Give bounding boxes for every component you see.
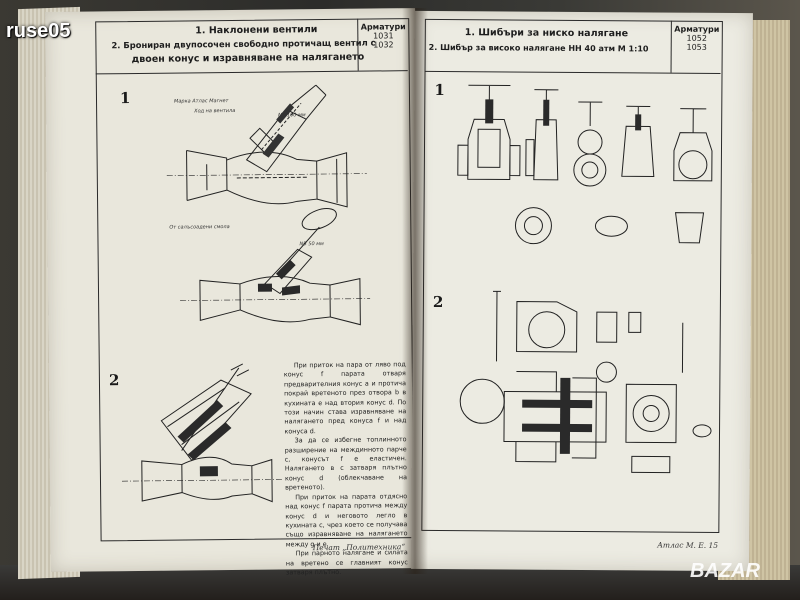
right-page-footer: Атлас М. Е. 15 <box>657 540 719 550</box>
left-page-header: 1. Наклонени вентили 2. Брониран двупосо… <box>95 18 409 75</box>
left-code-box: Арматури 1031 1032 <box>357 18 409 71</box>
description-paragraph-4: При парното налягане и силата на вретено… <box>285 548 408 577</box>
right-code-num1: 1052 <box>686 33 707 43</box>
right-figure-number-2: 2 <box>432 292 444 312</box>
valve-drawing-2 <box>121 363 282 503</box>
right-code-box: Арматури 1052 1053 <box>670 20 722 73</box>
right-figure-number-1: 1 <box>434 80 445 100</box>
right-code-num2: 1053 <box>686 42 707 52</box>
left-page: 1. Наклонени вентили 2. Брониран двупосо… <box>45 8 421 576</box>
description-paragraph-3: При приток на парата отдясно над конус f… <box>285 491 408 549</box>
left-page-footer: Печат „Политехника“ <box>312 542 406 553</box>
left-code-num2: 1032 <box>373 40 394 50</box>
right-page: 1. Шибъри за ниско налягане 2. Шибър за … <box>411 10 753 572</box>
gate-valve-parts-drawing <box>514 207 705 245</box>
valve-drawing-1a <box>166 84 367 208</box>
left-header-line2: 2. Брониран двупосочен свободно протичащ… <box>111 37 376 51</box>
watermark-brand: BAZAR <box>690 560 760 582</box>
gate-valves-drawing <box>457 84 713 187</box>
description-paragraph-2: За да се избегне топлинното разширение н… <box>284 435 408 492</box>
description-paragraph-1: При приток на пара от ляво под конус f п… <box>283 360 407 436</box>
left-figure-number-2: 2 <box>108 371 120 390</box>
right-header-line2: 2. Шибър за високо налягане НН 40 атм М … <box>428 42 649 54</box>
high-pressure-gate-valve-drawing <box>459 290 712 474</box>
valve-drawing-1b <box>180 208 371 326</box>
right-code-label: Арматури <box>674 24 720 34</box>
left-header-line1: 1. Наклонени вентили <box>195 24 318 37</box>
watermark-site: ruse05 <box>6 20 71 42</box>
left-header-line3: двоен конус и изравняване на налягането <box>131 51 365 66</box>
right-page-header: 1. Шибъри за ниско налягане 2. Шибър за … <box>424 18 722 74</box>
book-gutter <box>402 8 428 574</box>
left-figure-number-1: 1 <box>119 89 131 108</box>
right-header-line1: 1. Шибъри за ниско налягане <box>464 27 629 40</box>
left-code-label: Арматури <box>360 22 406 32</box>
